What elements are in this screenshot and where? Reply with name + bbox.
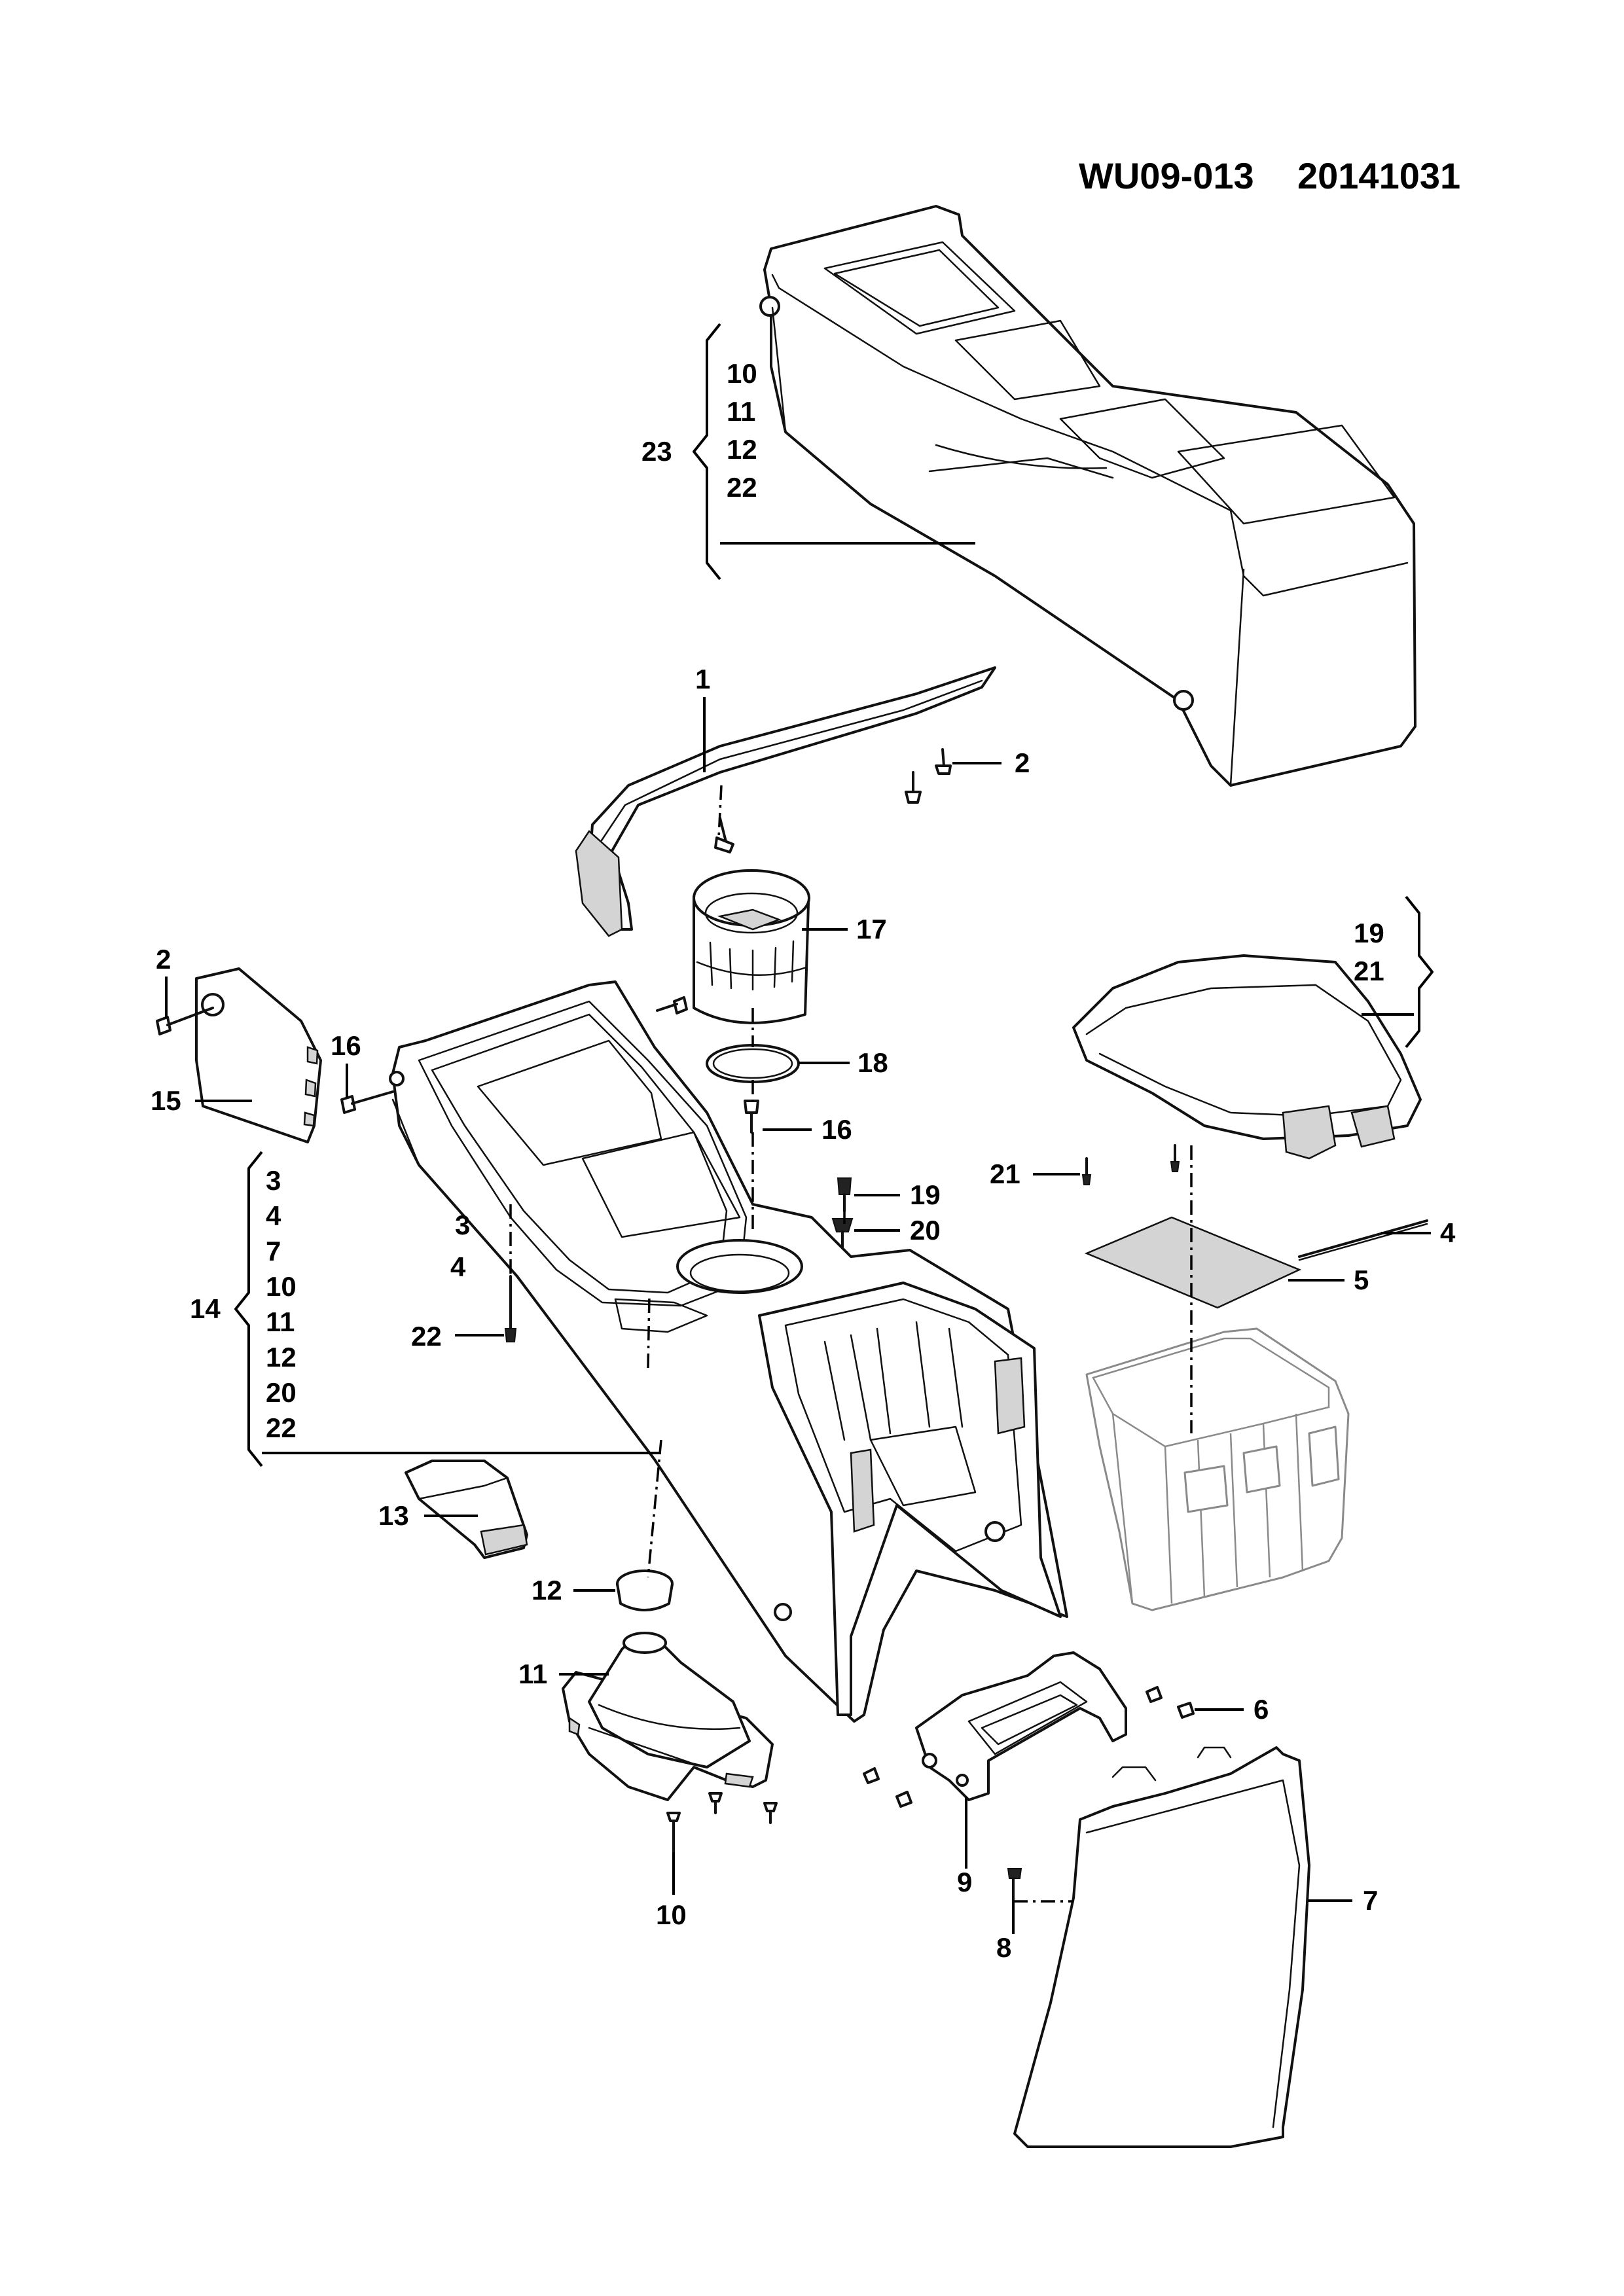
clip-8-icon [1007,1868,1022,1903]
callout-10: 10 [656,1899,687,1930]
callout-2-left: 2 [156,944,171,975]
hinge-rod [1298,1219,1428,1261]
group-23-item-3: 12 [727,434,757,465]
callout-4-left: 4 [450,1251,466,1282]
storage-mat [1084,1216,1302,1309]
armrest-item-21: 21 [1354,956,1384,986]
group-14-item-4: 10 [266,1271,297,1302]
group-23-brace [693,323,721,581]
group-23-item-1: 10 [727,358,757,389]
callout-5: 5 [1354,1265,1369,1295]
group-23-label: 23 [641,436,672,467]
group-14-item-5: 11 [266,1306,295,1337]
callout-12: 12 [532,1575,562,1605]
shift-boot [562,1632,774,1801]
group-14-brace [234,1151,263,1467]
screw-icon [1081,1144,1180,1185]
console-body [389,980,1068,1723]
console-assembly-complete [759,205,1416,787]
fastener-19-icon [837,1177,852,1212]
callout-19: 19 [910,1179,941,1210]
diagram-date: 20141031 [1297,155,1460,196]
armrest-lid [1072,954,1422,1160]
callout-8: 8 [996,1932,1011,1963]
cup-holder-insert [693,869,810,1024]
trim-cap [405,1460,528,1559]
group-14-item-3: 7 [266,1236,281,1266]
callout-11: 11 [518,1659,547,1689]
callout-16-left: 16 [331,1030,361,1061]
callout-21: 21 [990,1158,1020,1189]
group-14-item-1: 3 [266,1165,281,1196]
armrest-item-19: 19 [1354,918,1384,948]
trim-strip [575,666,996,937]
storage-bin [1085,1327,1350,1611]
screw-icon [156,1007,214,1035]
cup-holder-ring [706,1044,800,1083]
screw-icon [656,996,688,1014]
screw-icon [863,1686,1195,1808]
callout-3: 3 [455,1210,470,1240]
assembly-axis-lines [509,785,1193,1903]
clip-22-icon [504,1275,517,1342]
callout-7: 7 [1363,1885,1378,1916]
callout-2-top: 2 [1015,747,1030,778]
group-14-item-2: 4 [266,1200,281,1231]
screw-icon [666,1792,778,1854]
callout-16-center: 16 [821,1114,852,1145]
callout-20: 20 [910,1215,941,1246]
clip-icon [744,1100,759,1134]
armrest-bracket [915,1651,1127,1801]
diagram-code: WU09-013 [1079,155,1254,196]
screw-icon [340,1090,394,1114]
callout-1: 1 [695,664,710,694]
callout-18: 18 [857,1047,888,1078]
callout-17: 17 [856,914,887,944]
callout-15: 15 [151,1085,181,1116]
group-23-item-2: 11 [727,396,755,427]
group-14-item-6: 12 [266,1342,297,1372]
shift-boot-ring [616,1570,674,1611]
side-cover-panel [195,967,322,1143]
console-rear-panel [1013,1746,1310,2148]
group-14-item-8: 22 [266,1412,297,1443]
group-14-item-7: 20 [266,1377,297,1408]
armrest-brace [1405,895,1434,1049]
group-23-item-4: 22 [727,472,757,503]
callout-6: 6 [1254,1694,1269,1725]
screw-icon [714,748,952,853]
callout-22: 22 [411,1321,442,1352]
callout-13: 13 [378,1500,409,1531]
callout-9: 9 [957,1867,972,1897]
group-14-label: 14 [190,1293,221,1324]
callout-4-right: 4 [1440,1217,1456,1248]
